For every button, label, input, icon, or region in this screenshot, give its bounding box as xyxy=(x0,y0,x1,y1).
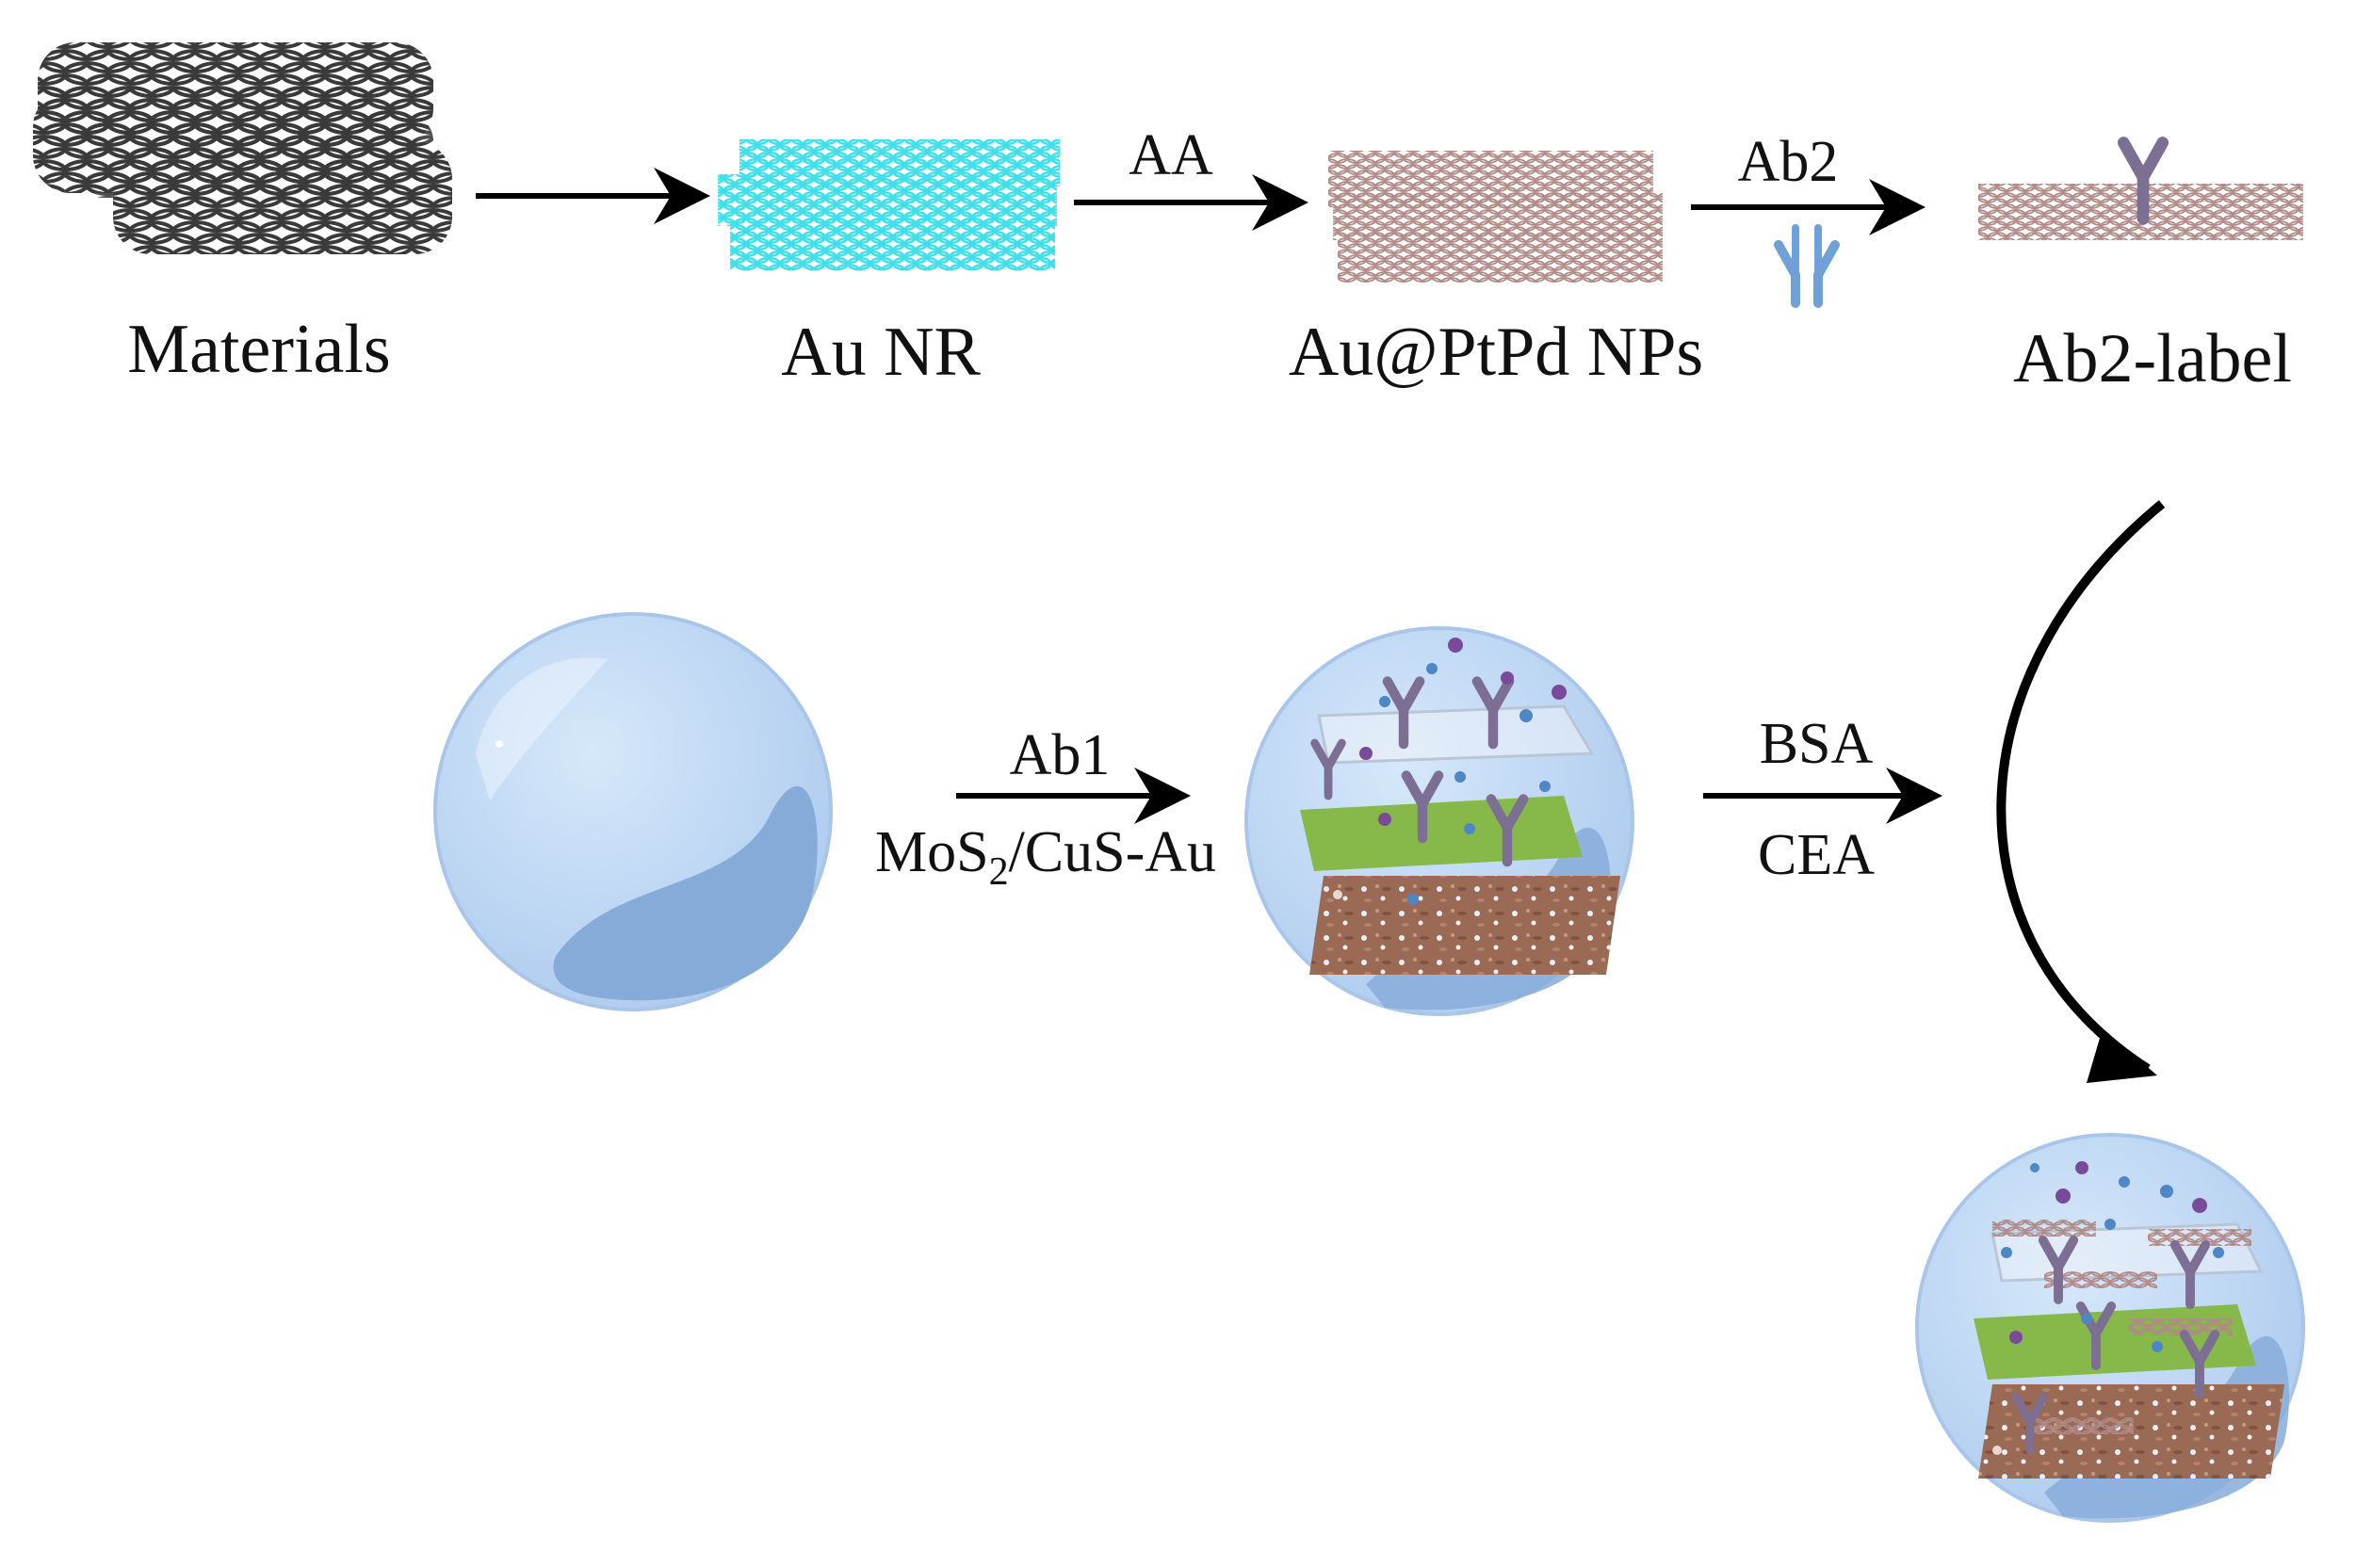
mos2-subscript: 2 xyxy=(989,850,1009,894)
cea-arrow-label: CEA xyxy=(1758,823,1875,887)
curved-arrow xyxy=(1996,500,2166,1074)
final-sphere xyxy=(1915,1133,2305,1523)
au-nr-label: Au NR xyxy=(781,314,981,391)
ab2-arrow-label: Ab2 xyxy=(1738,130,1839,194)
materials-graphic xyxy=(33,42,452,254)
materials-label: Materials xyxy=(127,311,390,388)
mos2-prefix: MoS xyxy=(875,820,989,884)
ab2-label-label: Ab2-label xyxy=(2013,320,2292,397)
plain-sphere xyxy=(433,612,833,1011)
ab1-arrow-label: Ab1 xyxy=(1010,723,1111,787)
free-antibody-icon xyxy=(1774,224,1840,308)
aa-arrow-label: AA xyxy=(1129,123,1213,187)
modified-sphere xyxy=(1244,626,1634,1016)
au-nr-graphic xyxy=(718,139,1060,270)
mos2-cus-au-label: MoS2/CuS-Au xyxy=(875,820,1216,894)
mos2-suffix: /CuS-Au xyxy=(1009,820,1216,884)
curved-arrow-head-icon xyxy=(2087,1028,2157,1083)
au-ptpd-label: Au@PtPd NPs xyxy=(1289,314,1703,391)
au-ptpd-graphic xyxy=(1328,151,1663,283)
ab2-label-graphic xyxy=(1978,143,2303,240)
bsa-arrow-label: BSA xyxy=(1760,712,1874,776)
